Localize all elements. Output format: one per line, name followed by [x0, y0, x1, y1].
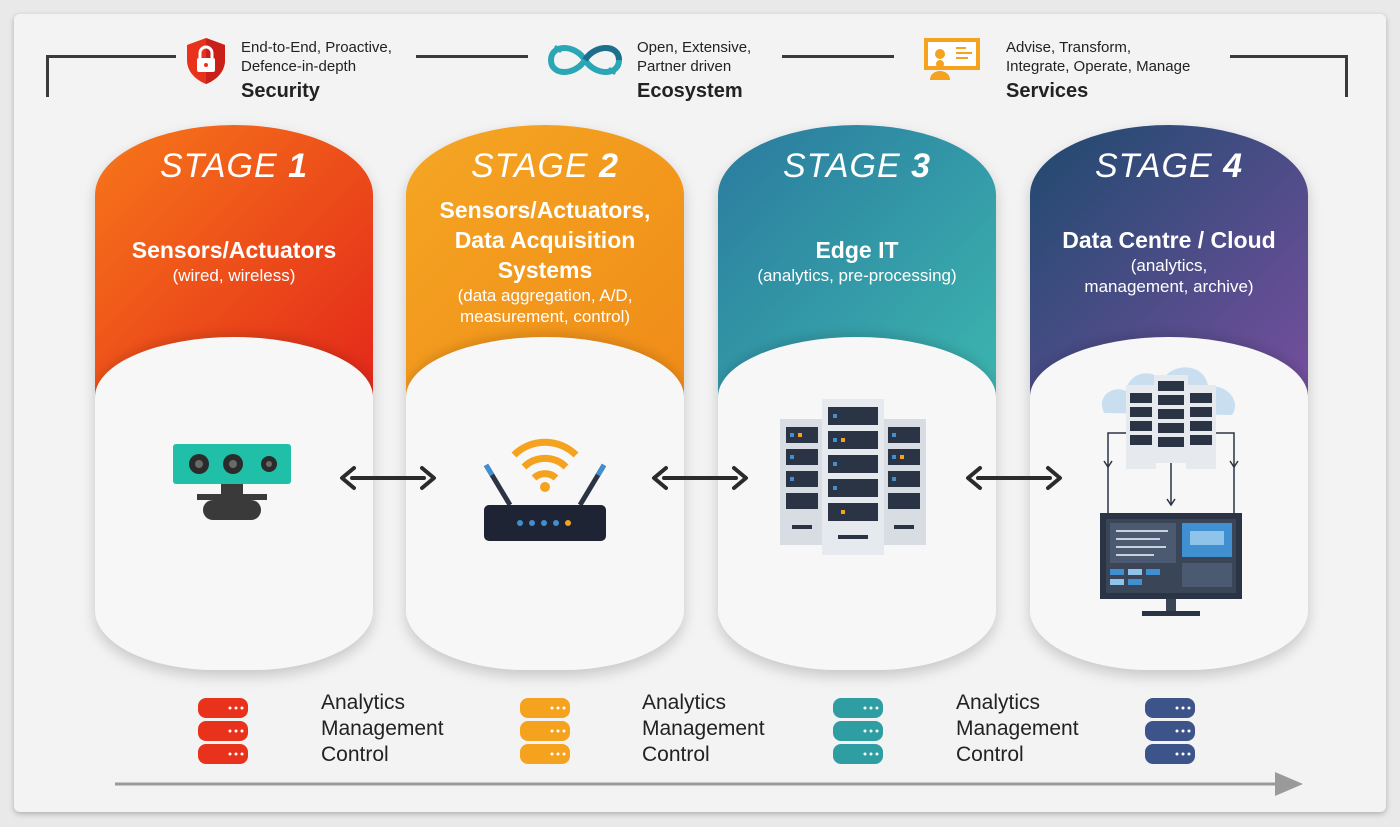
database-icon-2: [518, 696, 572, 766]
database-icon-1: [196, 696, 250, 766]
amc-block-1: Analytics Management Control: [321, 690, 444, 768]
stage-4-label: STAGE 4: [1094, 147, 1244, 185]
security-line-1: End-to-End, Proactive,: [241, 39, 392, 56]
server-rack-icon: [778, 397, 928, 562]
ecosystem-line-1: Open, Extensive,: [637, 39, 752, 56]
double-arrow-3-4: [964, 463, 1064, 493]
stage-1-label: STAGE 1: [159, 147, 309, 185]
stage-2-body: [406, 125, 684, 670]
amc-1-control: Control: [321, 743, 389, 766]
stage-2-title: Sensors/Actuators, Data Acquisition Syst…: [416, 195, 674, 285]
sensor-camera-icon: [171, 440, 293, 529]
security-line-2: Defence-in-depth: [241, 58, 357, 75]
database-icon-3: [831, 696, 885, 766]
stage-2-capsule: STAGE 2 Sensors/Actuators, Data Acquisit…: [406, 125, 684, 670]
ecosystem-item: Open, Extensive, Partner driven Ecosyste…: [545, 30, 775, 110]
stage-2-subtitle: (data aggregation, A/D, measurement, con…: [416, 285, 674, 327]
stage-4-title-line-1: Data Centre / Cloud: [1062, 227, 1276, 253]
ecosystem-line-2: Partner driven: [637, 58, 732, 75]
presenter-board-icon: [922, 36, 982, 86]
shield-lock-icon: [183, 36, 233, 86]
services-line-1: Advise, Transform,: [1006, 39, 1132, 56]
amc-3-control: Control: [956, 743, 1024, 766]
cloud-datacenter-icon: [1096, 345, 1246, 630]
stage-1-subtitle: (wired, wireless): [105, 265, 363, 286]
top-bracket-right-horizontal: [1230, 55, 1348, 58]
stage-4-subtitle-line-1: (analytics,: [1130, 256, 1208, 275]
top-bracket-segment-1: [416, 55, 528, 58]
stage-3-capsule: STAGE 3 Edge IT (analytics, pre-processi…: [718, 125, 996, 670]
amc-1-management: Management: [321, 717, 444, 740]
stage-2-subtitle-line-2: measurement, control): [459, 307, 631, 326]
security-heading: Security: [241, 80, 320, 102]
stage-1-body: [95, 125, 373, 670]
double-arrow-1-2: [338, 463, 438, 493]
services-item: Advise, Transform, Integrate, Operate, M…: [922, 30, 1212, 110]
stage-1-capsule: STAGE 1 Sensors/Actuators (wired, wirele…: [95, 125, 373, 670]
stage-3-title: Edge IT: [728, 235, 986, 265]
stage-3-title-line-1: Edge IT: [815, 237, 899, 263]
security-item: End-to-End, Proactive, Defence-in-depth …: [183, 30, 413, 110]
infinity-loop-icon: [545, 38, 625, 88]
stage-1-title: Sensors/Actuators: [105, 235, 363, 265]
security-description: End-to-End, Proactive, Defence-in-depth: [241, 38, 392, 76]
amc-block-2: Analytics Management Control: [642, 690, 765, 768]
stage-2-subtitle-line-1: (data aggregation, A/D,: [457, 286, 633, 305]
stage-3-label: STAGE 3: [782, 147, 932, 185]
stage-2-label: STAGE 2: [470, 147, 620, 185]
top-bracket-segment-2: [782, 55, 894, 58]
services-description: Advise, Transform, Integrate, Operate, M…: [1006, 38, 1190, 76]
stage-1-subtitle-line-1: (wired, wireless): [172, 266, 296, 285]
amc-3-analytics: Analytics: [956, 691, 1041, 714]
top-bracket-left-horizontal: [46, 55, 176, 58]
stage-2-title-line-1: Sensors/Actuators,: [439, 197, 651, 223]
services-line-2: Integrate, Operate, Manage: [1006, 58, 1191, 75]
stage-3-subtitle-line-1: (analytics, pre-processing): [757, 266, 957, 285]
ecosystem-description: Open, Extensive, Partner driven: [637, 38, 751, 76]
top-bracket-right-vertical: [1345, 55, 1348, 97]
stage-2-title-line-3: Systems: [497, 257, 593, 283]
bottom-flow-arrow: [115, 770, 1305, 800]
stage-3-body: [718, 125, 996, 670]
amc-1-analytics: Analytics: [321, 691, 406, 714]
wifi-router-icon: [480, 425, 610, 554]
double-arrow-2-3: [650, 463, 750, 493]
amc-2-control: Control: [642, 743, 710, 766]
amc-2-analytics: Analytics: [642, 691, 727, 714]
stage-2-title-line-2: Data Acquisition: [454, 227, 636, 253]
stage-1-title-line-1: Sensors/Actuators: [131, 237, 337, 263]
stage-4-title: Data Centre / Cloud: [1040, 225, 1298, 255]
stage-4-subtitle: (analytics, management, archive): [1040, 255, 1298, 297]
database-icon-4: [1143, 696, 1197, 766]
services-heading: Services: [1006, 80, 1089, 102]
ecosystem-heading: Ecosystem: [637, 80, 743, 102]
amc-2-management: Management: [642, 717, 765, 740]
stage-4-capsule: STAGE 4 Data Centre / Cloud (analytics, …: [1030, 125, 1308, 670]
top-bracket-left-vertical: [46, 55, 49, 97]
amc-block-3: Analytics Management Control: [956, 690, 1079, 768]
stage-4-subtitle-line-2: management, archive): [1084, 277, 1254, 296]
stage-3-subtitle: (analytics, pre-processing): [728, 265, 986, 286]
amc-3-management: Management: [956, 717, 1079, 740]
